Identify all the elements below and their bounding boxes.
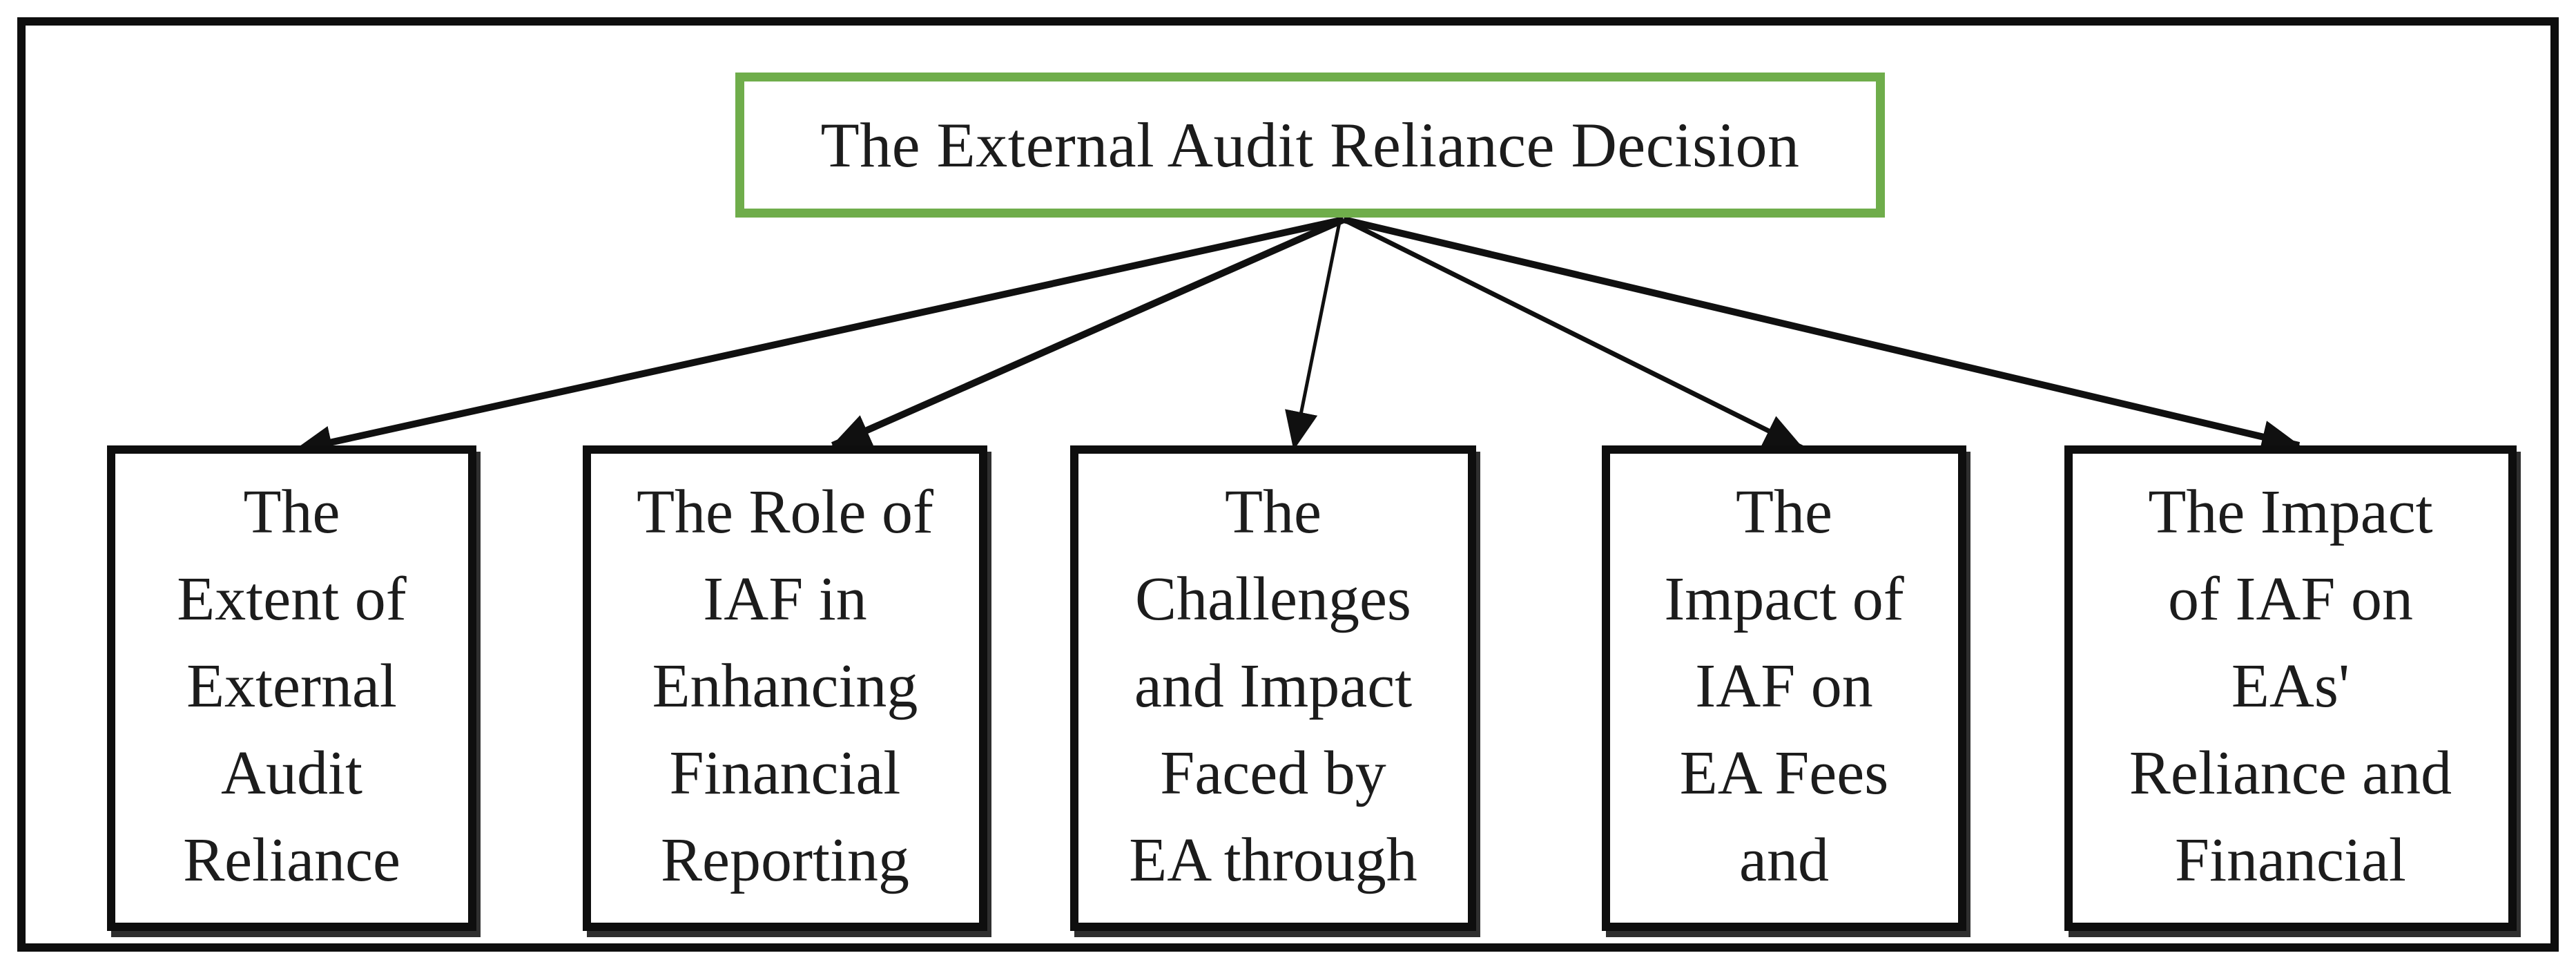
box-line: Challenges: [1135, 565, 1411, 633]
box-line: Reliance and: [2129, 739, 2452, 807]
box-line: The: [1225, 478, 1321, 546]
box-line: of IAF on: [2168, 565, 2413, 633]
box-line: Impact of: [1664, 565, 1904, 633]
box-line: Audit: [220, 739, 362, 807]
box-line: Enhancing: [652, 652, 918, 720]
box-line: Financial: [2175, 826, 2406, 894]
box-line: EA through: [1129, 826, 1417, 894]
box-line: EAs': [2231, 652, 2350, 720]
outer-frame: [17, 17, 2559, 952]
box-line: and: [1739, 826, 1829, 894]
box-line: EA Fees: [1679, 739, 1889, 807]
box-challenges-and-impact-faced-by-ea: The Challenges and Impact Faced by EA th…: [1070, 445, 1476, 931]
box-role-of-iaf-in-financial-reporting: The Role of IAF in Enhancing Financial R…: [583, 445, 987, 931]
box-extent-of-external-audit-reliance: The Extent of External Audit Reliance: [107, 445, 476, 931]
box-line: Faced by: [1160, 739, 1386, 807]
box-line: IAF in: [703, 565, 867, 633]
box-line: The: [243, 478, 340, 546]
box-line: The Role of: [637, 478, 933, 546]
box-line: The: [1736, 478, 1832, 546]
box-line: External: [186, 652, 397, 720]
box-line: IAF on: [1695, 652, 1873, 720]
box-impact-of-iaf-on-eas-reliance: The Impact of IAF on EAs' Reliance and F…: [2064, 445, 2517, 931]
box-line: Extent of: [177, 565, 407, 633]
box-line: Financial: [669, 739, 901, 807]
title-text: The External Audit Reliance Decision: [820, 110, 1800, 180]
box-impact-of-iaf-on-ea-fees: The Impact of IAF on EA Fees and: [1602, 445, 1966, 931]
title-box: The External Audit Reliance Decision: [735, 73, 1885, 218]
box-line: and Impact: [1134, 652, 1413, 720]
box-line: Reporting: [661, 826, 909, 894]
box-line: Reliance: [183, 826, 400, 894]
box-line: The Impact: [2148, 478, 2433, 546]
